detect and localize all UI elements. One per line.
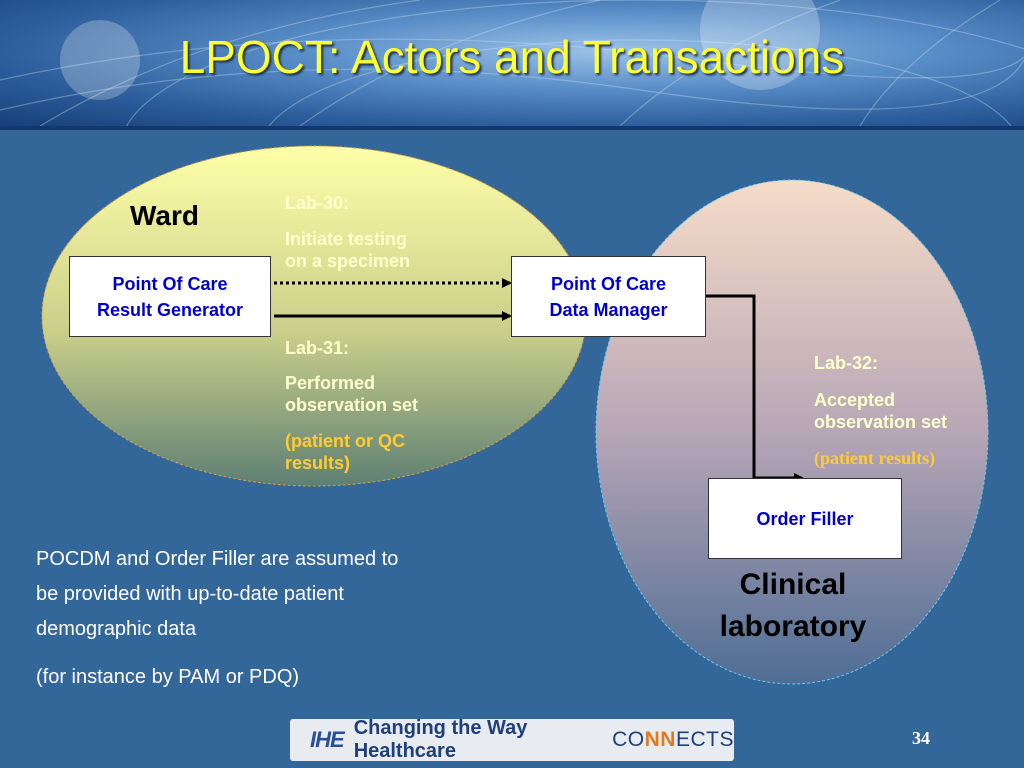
header-divider (0, 126, 1024, 130)
lab31-desc-line2: observation set (285, 395, 419, 415)
lab31-note-line2: results) (285, 453, 351, 473)
order-filler-actor-box: Order Filler (708, 478, 902, 559)
note-line4: (for instance by PAM or PDQ) (36, 666, 300, 688)
clinical-label-line1: Clinical (739, 568, 847, 601)
lab30-desc: Initiate testing on a specimen (285, 228, 410, 272)
lab31-id: Lab-31: (285, 338, 350, 358)
lab32-desc: Accepted observation set (814, 389, 947, 433)
pocdm-actor-box: Point Of Care Data Manager (511, 256, 706, 337)
connects-wordmark: CONNECTS (612, 728, 734, 752)
pocrg-line1: Point Of Care (112, 273, 228, 294)
note-line1: POCDM and Order Filler are assumed to (36, 548, 399, 570)
globe-grid-decoration (0, 0, 1024, 126)
slide-title: LPOCT: Actors and Transactions (179, 31, 845, 83)
lab31-desc-line1: Performed (285, 373, 376, 393)
lab31-note-line1: (patient or QC (285, 431, 405, 451)
connects-nn: NN (644, 728, 676, 751)
lab31-desc: Performed observation set (285, 372, 418, 416)
connects-ects: ECTS (675, 728, 734, 751)
lab30-id: Lab-30: (285, 193, 350, 213)
pocrg-line2: Result Generator (96, 299, 244, 320)
pocdm-line1: Point Of Care (550, 273, 666, 294)
lab32-note: (patient results) (814, 448, 936, 468)
lab32-desc-line1: Accepted (814, 390, 896, 410)
lab31-note: (patient or QC results) (285, 430, 405, 474)
pocrg-actor-box: Point Of Care Result Generator (69, 256, 271, 337)
order-filler-label: Order Filler (756, 508, 854, 529)
ward-label: Ward (130, 200, 199, 231)
header-banner: LPOCT: Actors and Transactions (0, 0, 1024, 126)
pocdm-line2: Data Manager (549, 299, 668, 320)
page-number: 34 (912, 728, 930, 748)
demographics-note: POCDM and Order Filler are assumed to be… (36, 542, 536, 695)
footer-tagline: Changing the Way Healthcare (353, 717, 528, 762)
clinical-lab-label: Clinical laboratory (690, 564, 896, 648)
note-line2: be provided with up-to-date patient (36, 583, 344, 605)
ihe-logo: IHE (310, 727, 345, 752)
lab32-desc-line2: observation set (814, 412, 948, 432)
connects-co: CO (612, 728, 645, 751)
lab30-desc-line1: Initiate testing (285, 229, 408, 249)
ihe-footer-banner: IHE Changing the Way Healthcare CONNECTS (290, 717, 734, 762)
lab32-id: Lab-32: (814, 353, 879, 373)
note-line3: demographic data (36, 618, 197, 640)
lab30-desc-line2: on a specimen (285, 251, 411, 271)
clinical-label-line2: laboratory (719, 610, 867, 643)
